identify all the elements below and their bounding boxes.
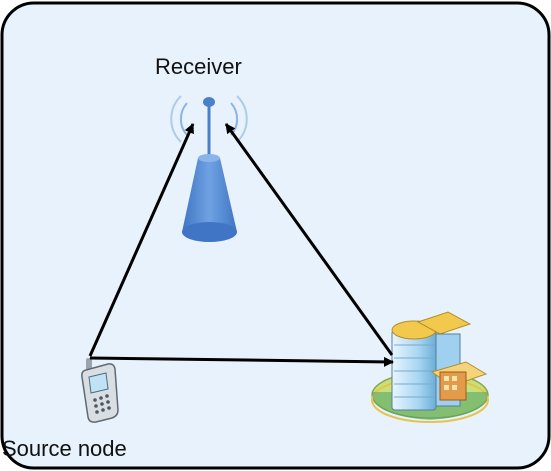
- antenna-tower-icon: [170, 95, 248, 242]
- office-building-icon: [371, 311, 489, 423]
- mobile-phone-icon: [81, 358, 119, 423]
- arrow-building-to-receiver: [224, 123, 394, 356]
- arrow-source-to-receiver: [88, 123, 195, 357]
- arrow-source-to-building: [89, 356, 394, 367]
- source-node-label: Source node: [2, 436, 127, 461]
- receiver-label: Receiver: [155, 54, 242, 79]
